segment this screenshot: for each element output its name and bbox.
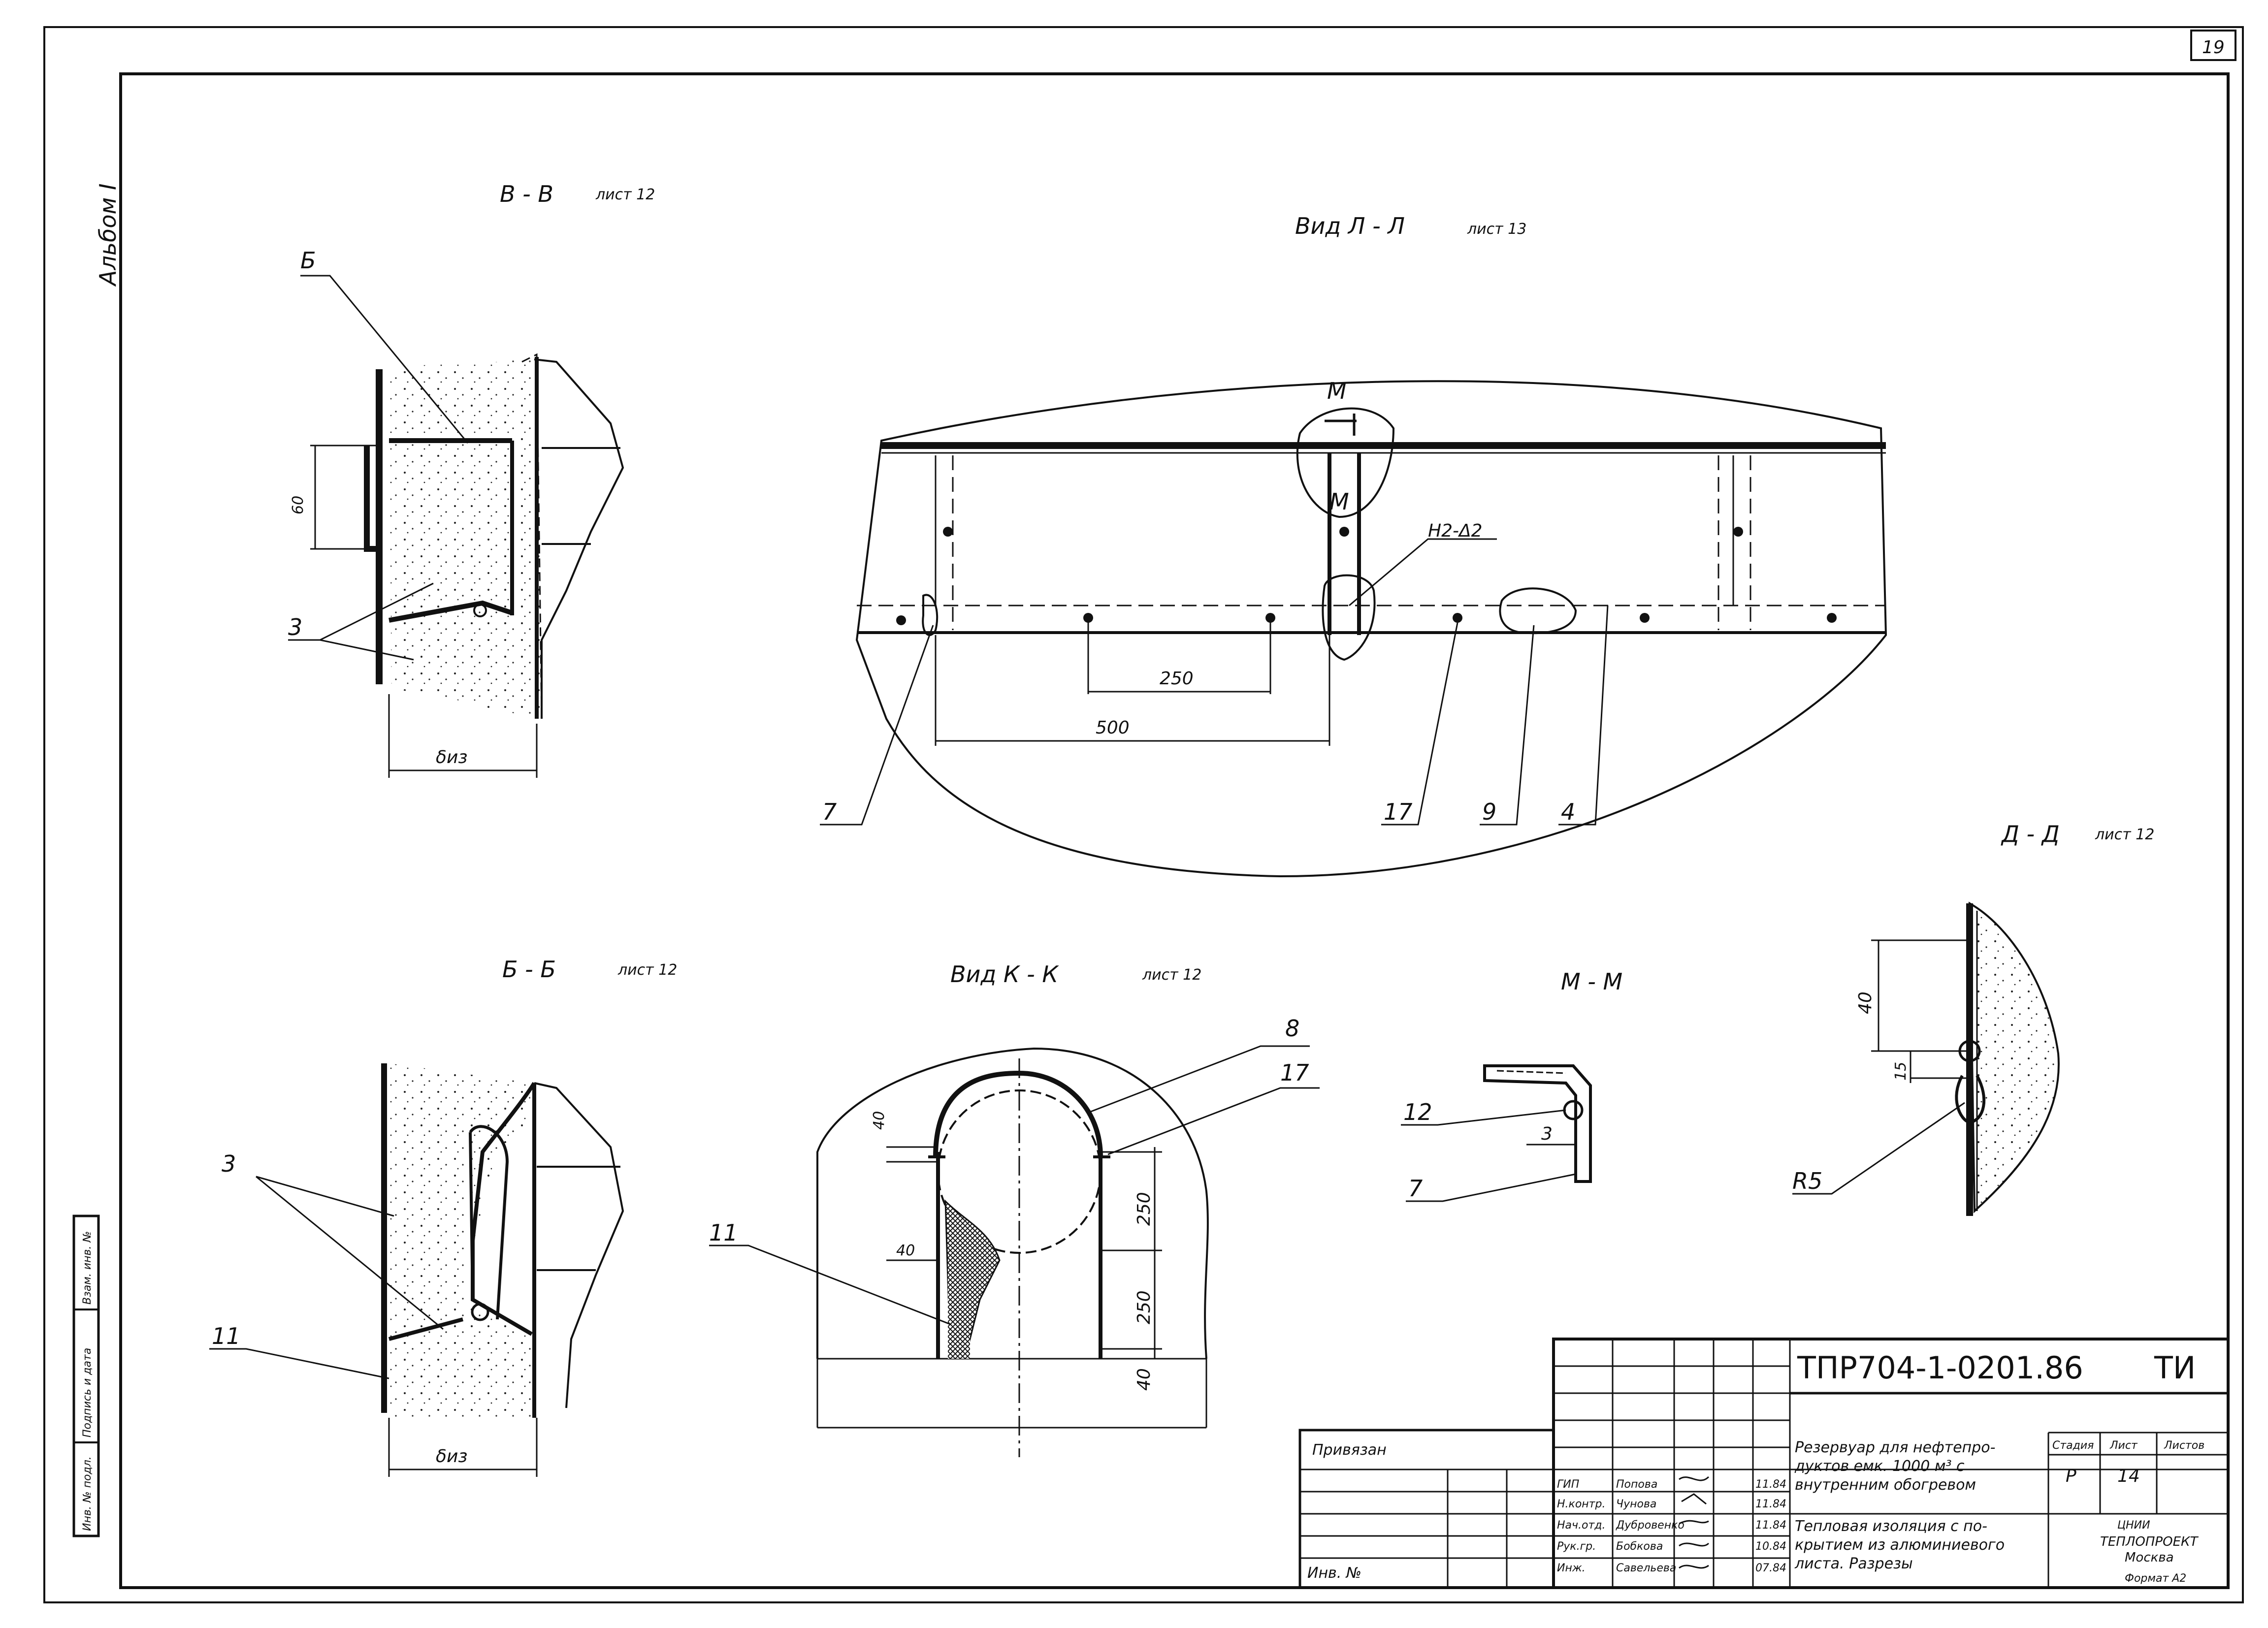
tb-role-2: Нач.отд.: [1557, 1519, 1606, 1532]
tb-project-3: внутренним обогревом: [1795, 1476, 1976, 1494]
dd-dim-40: 40: [1855, 991, 1876, 1014]
title-block: ТПР704-1-0201.86 ТИ Резервуар для нефтеп…: [1298, 1338, 2230, 1589]
kk-dim-40-left: 40: [896, 1242, 915, 1259]
section-ll-ref: лист 13: [1467, 221, 1526, 238]
section-bb-ref: лист 12: [617, 961, 677, 979]
tb-name-3: Бобкова: [1616, 1540, 1663, 1553]
tb-col-stage: Стадия: [2052, 1439, 2094, 1452]
kk-callout-11: 11: [709, 1219, 738, 1246]
tb-role-3: Рук.гр.: [1557, 1540, 1596, 1553]
vv-dim-diz: δиз: [436, 747, 468, 767]
section-kk-ref: лист 12: [1142, 966, 1201, 984]
tb-col-sheets: Листов: [2164, 1439, 2204, 1452]
tb-role-4: Инж.: [1557, 1562, 1586, 1574]
section-kk-title: Вид К - К: [950, 961, 1059, 988]
tb-sheetname-3: листа. Разрезы: [1794, 1555, 1913, 1572]
tb-name-0: Попова: [1616, 1478, 1657, 1491]
bb-callout-3: 3: [222, 1150, 236, 1177]
dd-dim-15: 15: [1892, 1062, 1910, 1081]
section-bb: Б - Б лист 12 3 11 δиз: [209, 956, 677, 1477]
kk-callout-17: 17: [1280, 1059, 1309, 1086]
ll-mark-m-top: М: [1327, 378, 1347, 404]
tb-role-1: Н.контр.: [1557, 1498, 1605, 1510]
section-mm-title: М - М: [1561, 968, 1622, 995]
section-vv-ref: лист 12: [595, 186, 655, 203]
ll-mark-m-bottom: М: [1329, 488, 1349, 515]
bb-dim-diz: δиз: [436, 1446, 468, 1467]
mm-callout-12: 12: [1403, 1099, 1432, 1125]
sheet-corner-number: 19: [2202, 37, 2225, 58]
kk-dim-250-top: 250: [1134, 1192, 1154, 1226]
tb-date-4: 07.84: [1755, 1562, 1786, 1574]
album-label: Альбом I: [95, 184, 121, 287]
ll-weld-points: [896, 527, 1837, 625]
ll-dim-250: 250: [1160, 669, 1194, 689]
tb-date-0: 11.84: [1755, 1478, 1786, 1491]
tb-signature-marks: [1679, 1476, 1710, 1569]
tb-mark: ТИ: [2154, 1350, 2196, 1386]
tb-project-1: Резервуар для нефтепро-: [1795, 1439, 1995, 1456]
section-dd: Д - Д лист 12 40 15 R5: [1792, 821, 2154, 1216]
tb-date-1: 11.84: [1755, 1498, 1786, 1510]
side-stamp-inv: Инв. № подл.: [81, 1456, 94, 1531]
section-vv-title: В - В: [500, 181, 553, 207]
tb-date-2: 11.84: [1755, 1519, 1786, 1532]
tb-name-1: Чунова: [1616, 1498, 1656, 1510]
ll-mark-h2: Н2-Δ2: [1428, 521, 1483, 541]
mm-callout-7: 7: [1408, 1175, 1423, 1202]
section-bb-title: Б - Б: [502, 956, 556, 983]
vv-callout-3: 3: [288, 614, 302, 640]
side-stamp: Инв. № подл. Подпись и дата Взам. инв. №: [72, 1214, 100, 1537]
sheet-corner-box: [2190, 30, 2236, 61]
section-kk: Вид К - К лист 12 40 40 250 250 40 8 17 …: [709, 961, 1320, 1457]
tb-org-1: ЦНИИ: [2117, 1519, 2150, 1532]
kk-callout-8: 8: [1285, 1015, 1299, 1042]
dd-dim-r5: R5: [1792, 1168, 1822, 1194]
tb-format: Формат А2: [2125, 1572, 2186, 1585]
drawing-frame: [119, 72, 2230, 1589]
bb-callout-11: 11: [212, 1323, 241, 1349]
outer-border: [43, 26, 2244, 1603]
tb-code: ТПР704-1-0201.86: [1797, 1350, 2083, 1386]
tb-sheetname-1: Тепловая изоляция с по-: [1795, 1518, 1987, 1535]
tb-name-4: Савельева: [1616, 1562, 1676, 1574]
ll-callout-9: 9: [1482, 798, 1496, 825]
ll-callout-17: 17: [1384, 798, 1413, 825]
ll-callout-7: 7: [822, 798, 837, 825]
tb-project-2: дуктов емк. 1000 м³ с: [1794, 1458, 1965, 1475]
section-ll: Вид Л - Л лист 13 М М Н2-Δ2 250 500 7: [820, 213, 1887, 878]
kk-dim-40-top: 40: [871, 1111, 888, 1130]
tb-name-2: Дубровенко: [1616, 1519, 1685, 1532]
tb-sheet: 14: [2117, 1466, 2140, 1486]
section-vv: В - В лист 12 60 Б 3 δиз: [288, 181, 655, 778]
tb-stage: Р: [2066, 1466, 2076, 1486]
kk-dim-40-bottom: 40: [1134, 1368, 1154, 1391]
section-dd-title: Д - Д: [2001, 821, 2060, 847]
section-mm: М - М 12 3 7: [1401, 968, 1622, 1202]
tb-org-2: ТЕПЛОПРОЕКТ: [2100, 1534, 2199, 1549]
ll-callout-4: 4: [1561, 798, 1575, 825]
tb-role-0: ГИП: [1557, 1478, 1579, 1491]
tb-date-3: 10.84: [1755, 1540, 1786, 1553]
side-stamp-replace: Взам. инв. №: [81, 1231, 94, 1305]
tb-signatures: ГИП Н.контр. Нач.отд. Рук.гр. Инж. Попов…: [1557, 1476, 1786, 1574]
tb-inv-no: Инв. №: [1307, 1564, 1361, 1582]
side-stamp-sign: Подпись и дата: [81, 1348, 94, 1437]
ll-dim-500: 500: [1096, 718, 1130, 738]
tb-sheetname-2: крытием из алюминиевого: [1795, 1536, 2005, 1554]
section-dd-ref: лист 12: [2095, 826, 2154, 843]
section-ll-title: Вид Л - Л: [1295, 213, 1405, 239]
tb-privyazan: Привязан: [1312, 1441, 1387, 1459]
vv-dim-60: 60: [290, 496, 307, 514]
vv-callout-b: Б: [300, 247, 316, 274]
tb-org-3: Москва: [2125, 1550, 2174, 1565]
kk-dim-250-bottom: 250: [1134, 1290, 1154, 1324]
mm-dim-3: 3: [1541, 1124, 1553, 1144]
tb-col-sheet: Лист: [2109, 1439, 2138, 1452]
